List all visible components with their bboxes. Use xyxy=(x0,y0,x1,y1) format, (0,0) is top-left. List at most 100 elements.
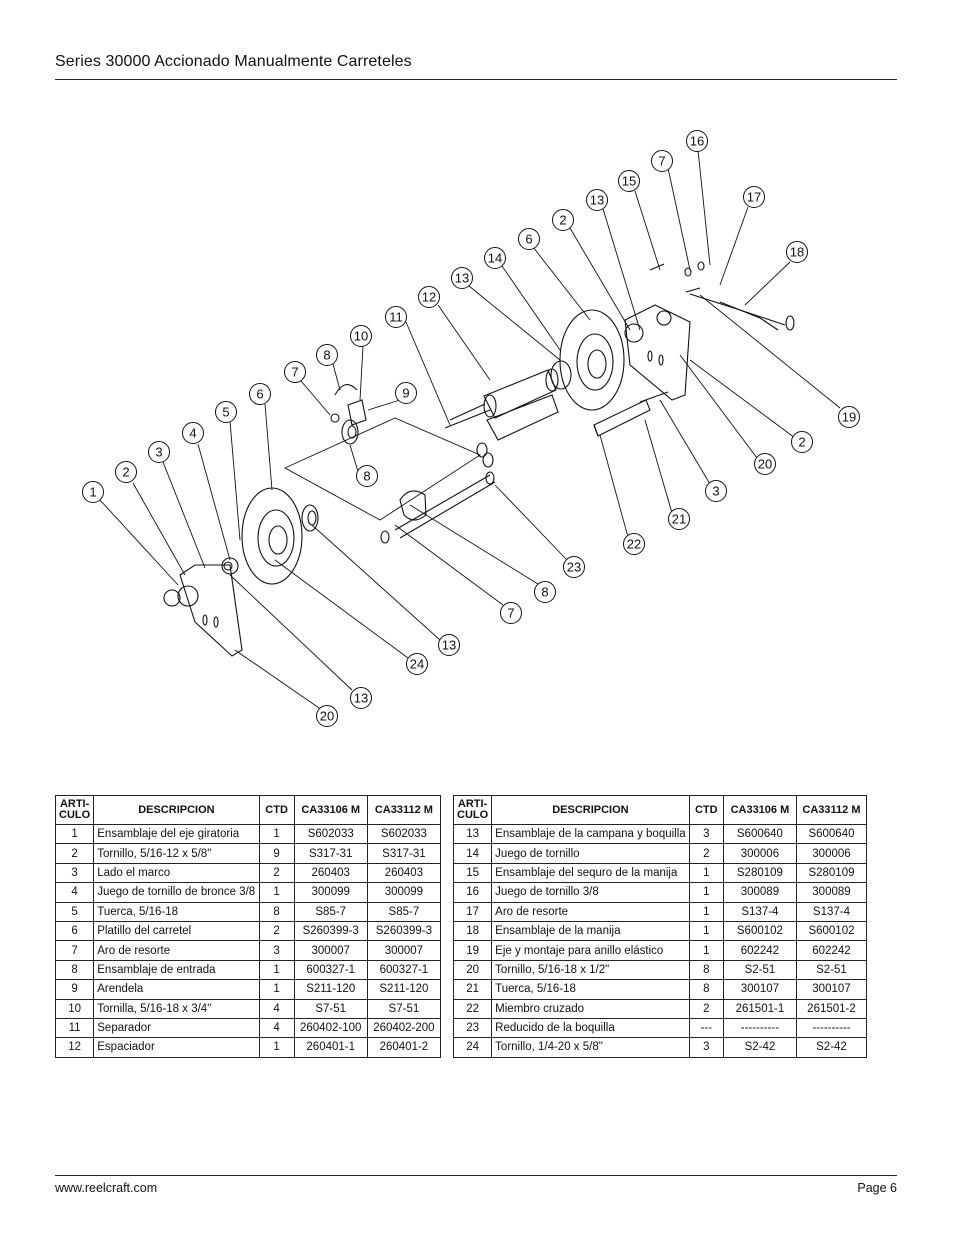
part-number-ca33112m: ---------- xyxy=(795,1017,868,1039)
svg-text:20: 20 xyxy=(320,709,334,724)
item-quantity: 1 xyxy=(688,862,724,884)
item-number: 24 xyxy=(452,1037,493,1058)
item-quantity: 1 xyxy=(688,882,724,903)
svg-text:13: 13 xyxy=(455,271,469,286)
part-number-ca33106m: S7-51 xyxy=(293,998,368,1019)
svg-text:24: 24 xyxy=(410,657,424,672)
part-number-ca33112m: S280109 xyxy=(795,862,868,884)
item-quantity: 3 xyxy=(688,823,724,845)
item-quantity: 1 xyxy=(258,1037,295,1058)
callout-11 xyxy=(385,306,407,328)
item-quantity: 1 xyxy=(258,959,295,981)
part-number-ca33112m: 300107 xyxy=(795,979,868,1000)
svg-text:8: 8 xyxy=(541,585,548,600)
part-number-ca33112m: S2-42 xyxy=(795,1037,868,1058)
part-number-ca33106m: 260402-100 xyxy=(293,1017,368,1039)
part-number-ca33112m: 260403 xyxy=(366,862,442,884)
page-title: Series 30000 Accionado Manualmente Carre… xyxy=(55,53,412,70)
item-quantity: 2 xyxy=(688,843,724,864)
callout-3b xyxy=(705,480,727,502)
callout-8b xyxy=(356,465,378,487)
item-number: 3 xyxy=(54,862,95,884)
item-number: 6 xyxy=(54,920,95,942)
item-quantity: 4 xyxy=(258,998,295,1019)
callout-8 xyxy=(316,344,338,366)
callout-8c xyxy=(534,581,556,603)
svg-text:7: 7 xyxy=(291,365,298,380)
part-number-ca33106m: 300107 xyxy=(722,979,797,1000)
item-number: 12 xyxy=(54,1037,95,1058)
item-number: 4 xyxy=(54,882,95,903)
part-number-ca33106m: 261501-1 xyxy=(722,998,797,1019)
item-quantity: 4 xyxy=(258,1017,295,1039)
svg-text:2: 2 xyxy=(798,435,805,450)
callout-24 xyxy=(406,653,428,675)
item-number: 8 xyxy=(54,959,95,981)
item-quantity: 1 xyxy=(688,920,724,942)
item-description: Ensamblaje del eje giratoria xyxy=(93,823,260,845)
part-number-ca33106m: S137-4 xyxy=(722,901,797,922)
part-number-ca33112m: S7-51 xyxy=(366,998,442,1019)
item-description: Espaciador xyxy=(93,1037,260,1058)
item-description: Aro de resorte xyxy=(93,940,260,961)
item-description: Reducido de la boquilla xyxy=(491,1017,690,1039)
item-quantity: 2 xyxy=(688,998,724,1019)
item-description: Tornillo, 1/4-20 x 5/8" xyxy=(491,1037,690,1058)
callout-3 xyxy=(148,441,170,463)
part-number-ca33106m: S600102 xyxy=(722,920,797,942)
part-number-ca33112m: S317-31 xyxy=(366,843,442,864)
item-description: Tuerca, 5/16-18 xyxy=(491,979,690,1000)
item-number: 11 xyxy=(54,1017,95,1039)
callout-23 xyxy=(563,556,585,578)
item-number: 10 xyxy=(54,998,95,1019)
part-number-ca33106m: 600327-1 xyxy=(293,959,368,981)
svg-text:17: 17 xyxy=(747,190,761,205)
item-number: 15 xyxy=(452,862,493,884)
callout-14 xyxy=(484,247,506,269)
svg-text:9: 9 xyxy=(402,386,409,401)
item-number: 20 xyxy=(452,959,493,981)
item-number: 23 xyxy=(452,1017,493,1039)
callout-12 xyxy=(418,286,440,308)
part-number-ca33112m: S260399-3 xyxy=(366,920,442,942)
part-number-ca33112m: 602242 xyxy=(795,940,868,961)
item-number: 18 xyxy=(452,920,493,942)
parts-table-right: ARTI-CULO DESCRIPCION CTD CA33106 M CA33… xyxy=(452,795,868,1058)
svg-text:12: 12 xyxy=(422,290,436,305)
callout-2 xyxy=(115,461,137,483)
item-description: Separador xyxy=(93,1017,260,1039)
part-number-ca33106m: 300099 xyxy=(293,882,368,903)
item-description: Ensamblaje de la campana y boquilla xyxy=(491,823,690,845)
callout-9 xyxy=(395,382,417,404)
col-header-ca33112m: CA33112 M xyxy=(366,795,442,825)
part-number-ca33106m: S211-120 xyxy=(293,979,368,1000)
callout-7 xyxy=(284,361,306,383)
callout-20 xyxy=(754,453,776,475)
item-quantity: 1 xyxy=(688,940,724,961)
svg-text:7: 7 xyxy=(507,606,514,621)
svg-text:15: 15 xyxy=(622,174,636,189)
callout-6 xyxy=(249,383,271,405)
svg-text:18: 18 xyxy=(790,245,804,260)
callout-10 xyxy=(350,325,372,347)
item-number: 21 xyxy=(452,979,493,1000)
item-quantity: --- xyxy=(688,1017,724,1039)
callout-2b xyxy=(552,209,574,231)
svg-text:1: 1 xyxy=(89,485,96,500)
part-number-ca33106m: S280109 xyxy=(722,862,797,884)
part-number-ca33112m: S85-7 xyxy=(366,901,442,922)
footer-rule xyxy=(55,1175,897,1176)
item-quantity: 8 xyxy=(688,979,724,1000)
item-number: 19 xyxy=(452,940,493,961)
callout-1 xyxy=(82,481,104,503)
